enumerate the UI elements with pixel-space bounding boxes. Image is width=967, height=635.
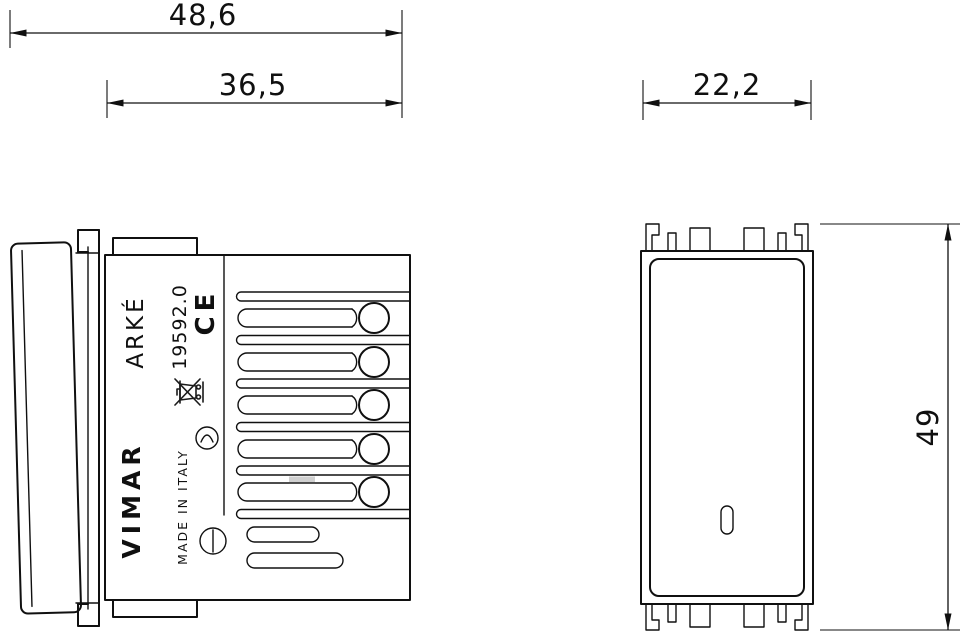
thin-tab	[667, 232, 677, 252]
terminal-slot	[237, 482, 353, 502]
module-body	[104, 237, 411, 618]
corner-hook	[794, 603, 809, 631]
terminal-screw	[358, 476, 390, 508]
series-label: ARKÉ	[121, 295, 149, 368]
center-tab	[689, 603, 711, 628]
terminal-slot	[237, 395, 353, 415]
terminal-screw	[358, 346, 390, 378]
front-bottom-tabs	[645, 603, 809, 631]
terminal-screw	[358, 389, 390, 421]
thin-tab	[667, 603, 677, 623]
terminal-screw	[358, 433, 390, 465]
terminal-row	[237, 476, 390, 508]
claw-top-hook	[77, 229, 100, 253]
front-view: 22,2 49	[640, 68, 960, 631]
dim-front-width-label: 22,2	[693, 68, 762, 102]
body-bottom-tab	[112, 599, 198, 618]
terminal-row	[237, 346, 390, 378]
terminal-claw	[351, 482, 358, 502]
thin-tab	[777, 603, 787, 623]
terminal-row	[237, 433, 390, 465]
body-outline	[104, 254, 411, 601]
terminal-slot	[237, 308, 353, 328]
terminal-claw	[351, 352, 358, 372]
dim-side-total: 48,6	[9, 0, 403, 118]
rocker-outline	[10, 241, 82, 615]
certification-mark-icon	[195, 426, 219, 450]
terminal-fin	[235, 291, 411, 302]
corner-hook	[794, 223, 809, 252]
weee-icon	[174, 378, 204, 406]
terminal-fin	[235, 508, 411, 520]
terminal-screw	[358, 302, 390, 334]
ce-mark-label: CE	[191, 289, 221, 336]
side-view: 48,6 36,5	[9, 0, 411, 627]
terminal-row	[237, 302, 390, 334]
dim-side-body: 36,5	[106, 68, 402, 118]
terminal-fin	[235, 378, 411, 389]
lower-detail	[199, 476, 344, 569]
dim-side-body-label: 36,5	[219, 68, 288, 102]
dim-front-height: 49	[820, 223, 960, 631]
terminal-claw	[351, 308, 358, 328]
dim-front-width: 22,2	[642, 68, 812, 120]
terminal-claw	[351, 439, 358, 459]
model-label: 19592.0	[169, 284, 191, 370]
center-tab	[743, 227, 765, 252]
lower-slot	[246, 552, 344, 569]
rocker	[10, 241, 82, 615]
corner-hook	[645, 223, 660, 252]
mounting-claw	[75, 229, 100, 627]
terminal-slot	[237, 439, 353, 459]
terminal-fin	[235, 421, 411, 433]
thin-tab	[777, 232, 787, 252]
brand-label: VIMAR	[117, 441, 146, 558]
dim-side-total-label: 48,6	[169, 0, 238, 32]
front-top-tabs	[645, 223, 809, 252]
front-body	[640, 250, 814, 605]
terminal-row	[237, 389, 390, 421]
origin-label: MADE IN ITALY	[175, 449, 190, 565]
terminal-rows	[237, 302, 390, 508]
lower-slot	[246, 526, 320, 543]
screw-slot-icon	[199, 527, 227, 555]
front-outline	[640, 250, 814, 605]
center-tab	[689, 227, 711, 252]
terminal-slot	[237, 352, 353, 372]
rocker-face-line	[21, 249, 33, 608]
center-tab	[743, 603, 765, 628]
body-markings: ARKÉ 19592.0 CE VIMAR MADE IN ITALY	[117, 284, 221, 565]
claw-bottom-hook	[77, 603, 100, 627]
front-cover	[649, 258, 805, 597]
dim-front-height-label: 49	[911, 408, 945, 447]
terminal-fins	[235, 291, 411, 520]
terminal-claw	[351, 395, 358, 415]
corner-hook	[645, 603, 660, 631]
fine-print-block	[289, 476, 315, 484]
terminal-fin	[235, 465, 411, 476]
indicator-lens	[720, 505, 734, 535]
terminal-fin	[235, 334, 411, 346]
body-top-tab	[112, 237, 198, 256]
